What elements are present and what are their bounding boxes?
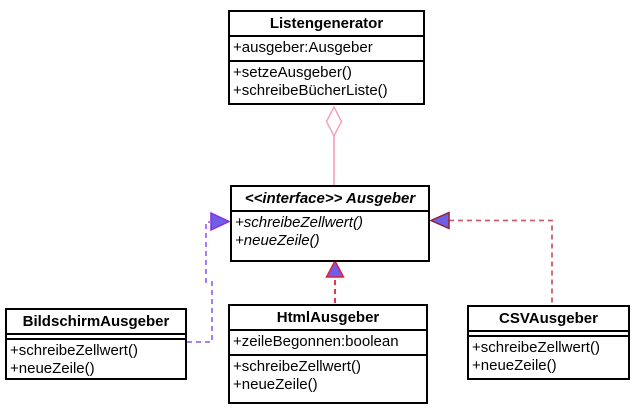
method-row: +setzeAusgeber() [233,64,352,81]
method-row: +neueZeile() [235,232,320,249]
realization-connector-bildschirmausgeber-ausgeber [187,211,231,343]
methods-compartment: +schreibeZellwert() +neueZeile() [232,212,428,260]
realization-line [187,221,213,343]
methods-compartment: +schreibeZellwert() +neueZeile() [469,337,628,378]
class-box-htmlausgeber: HtmlAusgeber +zeileBegonnen:boolean +sch… [228,304,428,404]
attributes-compartment-empty [469,332,628,337]
class-title: CSVAusgeber [469,307,628,332]
method-row: +schreibeZellwert() [235,214,363,231]
method-row: +neueZeile() [10,360,95,377]
attributes-compartment: +zeileBegonnen:boolean [230,331,426,356]
realization-connector-htmlausgeber-ausgeber [325,259,345,303]
class-box-ausgeber-interface: <<interface>> Ausgeber +schreibeZellwert… [230,185,430,262]
class-box-bildschirmausgeber: BildschirmAusgeber +schreibeZellwert() +… [5,308,187,380]
interface-title: <<interface>> Ausgeber [232,187,428,212]
realization-arrow-icon [429,211,450,230]
attribute-row: +zeileBegonnen:boolean [233,333,399,350]
class-box-csvausgeber: CSVAusgeber +schreibeZellwert() +neueZei… [467,305,630,380]
attributes-compartment-empty [7,335,185,340]
realization-arrow-icon [325,259,345,278]
class-title: BildschirmAusgeber [7,310,185,335]
method-row: +schreibeZellwert() [233,358,361,375]
method-row: +schreibeZellwert() [472,339,600,356]
methods-compartment: +schreibeZellwert() +neueZeile() [7,340,185,378]
methods-compartment: +setzeAusgeber() +schreibeBücherListe() [230,62,423,103]
aggregation-connector-listengenerator-ausgeber [325,105,343,186]
method-row: +schreibeBücherListe() [233,82,388,99]
method-row: +schreibeZellwert() [10,342,138,359]
realization-connector-csvausgeber-ausgeber [429,211,553,304]
attributes-compartment: +ausgeber:Ausgeber [230,37,423,62]
class-title: HtmlAusgeber [230,306,426,331]
method-row: +neueZeile() [233,376,318,393]
realization-arrow-icon [210,211,231,232]
attribute-row: +ausgeber:Ausgeber [233,39,373,56]
aggregation-diamond-icon [325,105,343,138]
class-box-listengenerator: Listengenerator +ausgeber:Ausgeber +setz… [228,10,425,105]
methods-compartment: +schreibeZellwert() +neueZeile() [230,356,426,402]
realization-line [449,219,553,304]
method-row: +neueZeile() [472,357,557,374]
class-title: Listengenerator [230,12,423,37]
